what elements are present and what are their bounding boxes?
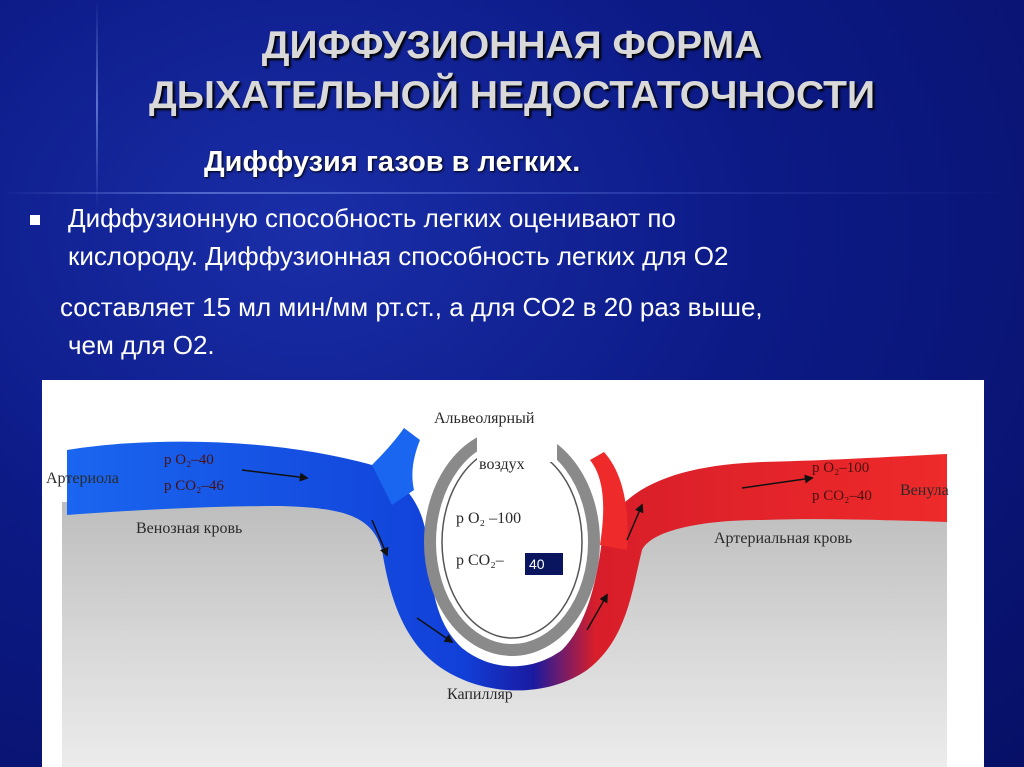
venous-blood-label: Венозная кровь xyxy=(136,520,243,537)
arrow-bottom-right xyxy=(586,593,608,631)
gas-diffusion-diagram: Альвеолярный воздух Артериола р O₂–40 р … xyxy=(42,380,984,767)
decorative-light-line-vertical xyxy=(96,0,98,210)
paragraph-line-3: составляет 15 мл мин/мм рт.ст., а для СО… xyxy=(60,292,763,322)
bullet-square-icon xyxy=(30,215,40,225)
blood-vessel xyxy=(67,441,947,691)
alveolar-air-label-2: воздух xyxy=(479,456,525,473)
paragraph-line-4: чем для О2. xyxy=(68,330,215,360)
alveolus-po2: р O₂ –100 xyxy=(456,510,522,527)
slide-title-line-1: ДИФФУЗИОННАЯ ФОРМА xyxy=(261,24,763,67)
paragraph-line-1: Диффузионную способность легких оцениваю… xyxy=(68,203,676,233)
vessel-branch-left xyxy=(372,428,420,505)
slide-subtitle: Диффузия газов в легких. xyxy=(204,146,581,178)
venule-label: Венула xyxy=(900,482,949,499)
venule-pco2: р CO₂–40 xyxy=(812,488,872,504)
paragraph-line-2: кислороду. Диффузионная способность легк… xyxy=(68,241,729,271)
alveolus-opening xyxy=(477,428,557,462)
arrow-arteriole xyxy=(241,469,309,482)
arrow-bottom-left xyxy=(416,617,454,644)
arteriole-label: Артериола xyxy=(46,470,119,487)
alveolus-inner xyxy=(441,445,583,639)
arterial-blood-label: Артериальная кровь xyxy=(714,530,853,547)
arrow-down-left xyxy=(371,519,389,557)
capillary-label: Капилляр xyxy=(447,686,513,703)
arteriole-po2: р O₂–40 xyxy=(164,452,214,468)
alveolus-pco2: р CO₂– xyxy=(456,552,504,569)
arrow-up-right xyxy=(626,503,644,541)
arrow-venule xyxy=(741,474,814,489)
alveolus-pco2-value: 40 xyxy=(525,553,563,575)
slide-title-line-2: ДЫХАТЕЛЬНОЙ НЕДОСТАТОЧНОСТИ xyxy=(148,74,875,117)
arteriole-pco2: р CO₂–46 xyxy=(164,478,224,494)
venule-po2: р O₂–100 xyxy=(812,460,870,476)
tissue-region xyxy=(62,501,947,767)
decorative-light-line-horizontal xyxy=(0,192,1024,194)
alveolar-air-label-1: Альвеолярный xyxy=(434,410,535,427)
vessel-branch-right xyxy=(590,452,628,550)
diagram-graphic xyxy=(62,428,947,767)
